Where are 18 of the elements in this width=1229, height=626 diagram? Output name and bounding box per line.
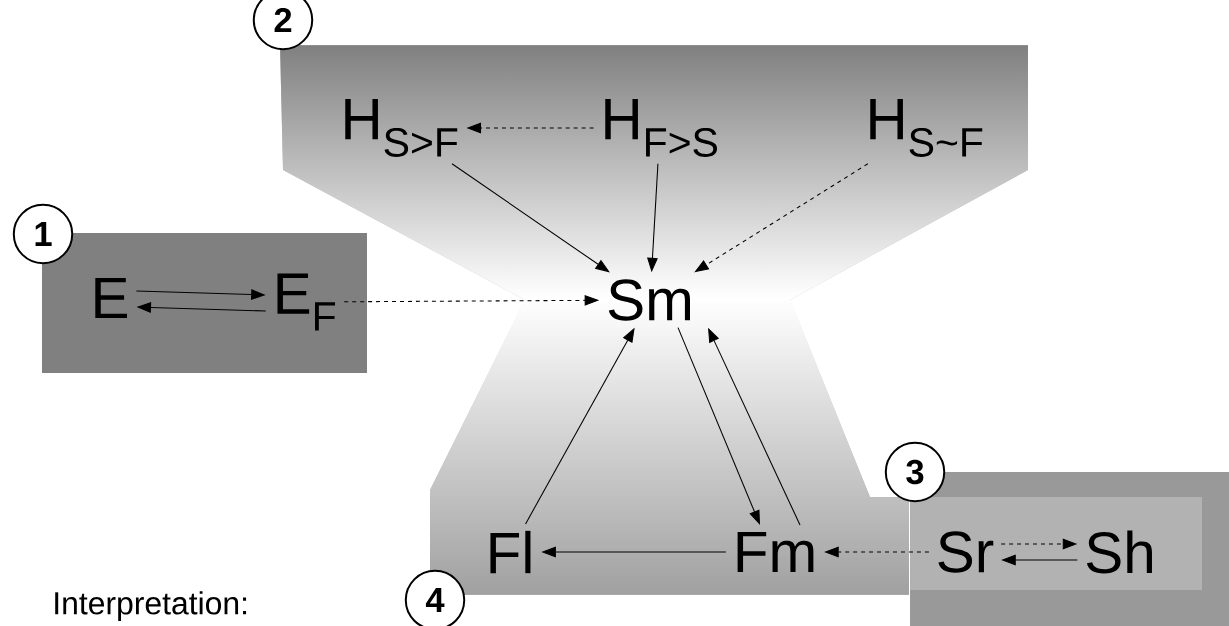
state-label: E <box>95 277 127 319</box>
state-label: Sm <box>608 279 690 321</box>
arrow <box>677 327 760 525</box>
state-label: Sh <box>1086 530 1152 574</box>
callout-number: 2 <box>252 0 314 51</box>
state-label: Sr <box>938 531 994 573</box>
arrow <box>694 163 869 273</box>
arrow <box>451 163 610 273</box>
callout-number: 1 <box>12 203 74 265</box>
callout-number: 3 <box>884 441 946 503</box>
state-label: Fl <box>490 530 531 574</box>
state-label: H$_{F>S}$ <box>605 99 717 157</box>
state-label: H$_{S~F}$ <box>870 99 983 157</box>
note-text: Interpretation: <box>55 591 247 621</box>
state-label: E$_{F}$ <box>277 273 336 331</box>
callout-number: 4 <box>404 569 466 626</box>
state-label: Fm <box>737 531 814 573</box>
state-label: H$_{S>F}$ <box>345 99 458 157</box>
